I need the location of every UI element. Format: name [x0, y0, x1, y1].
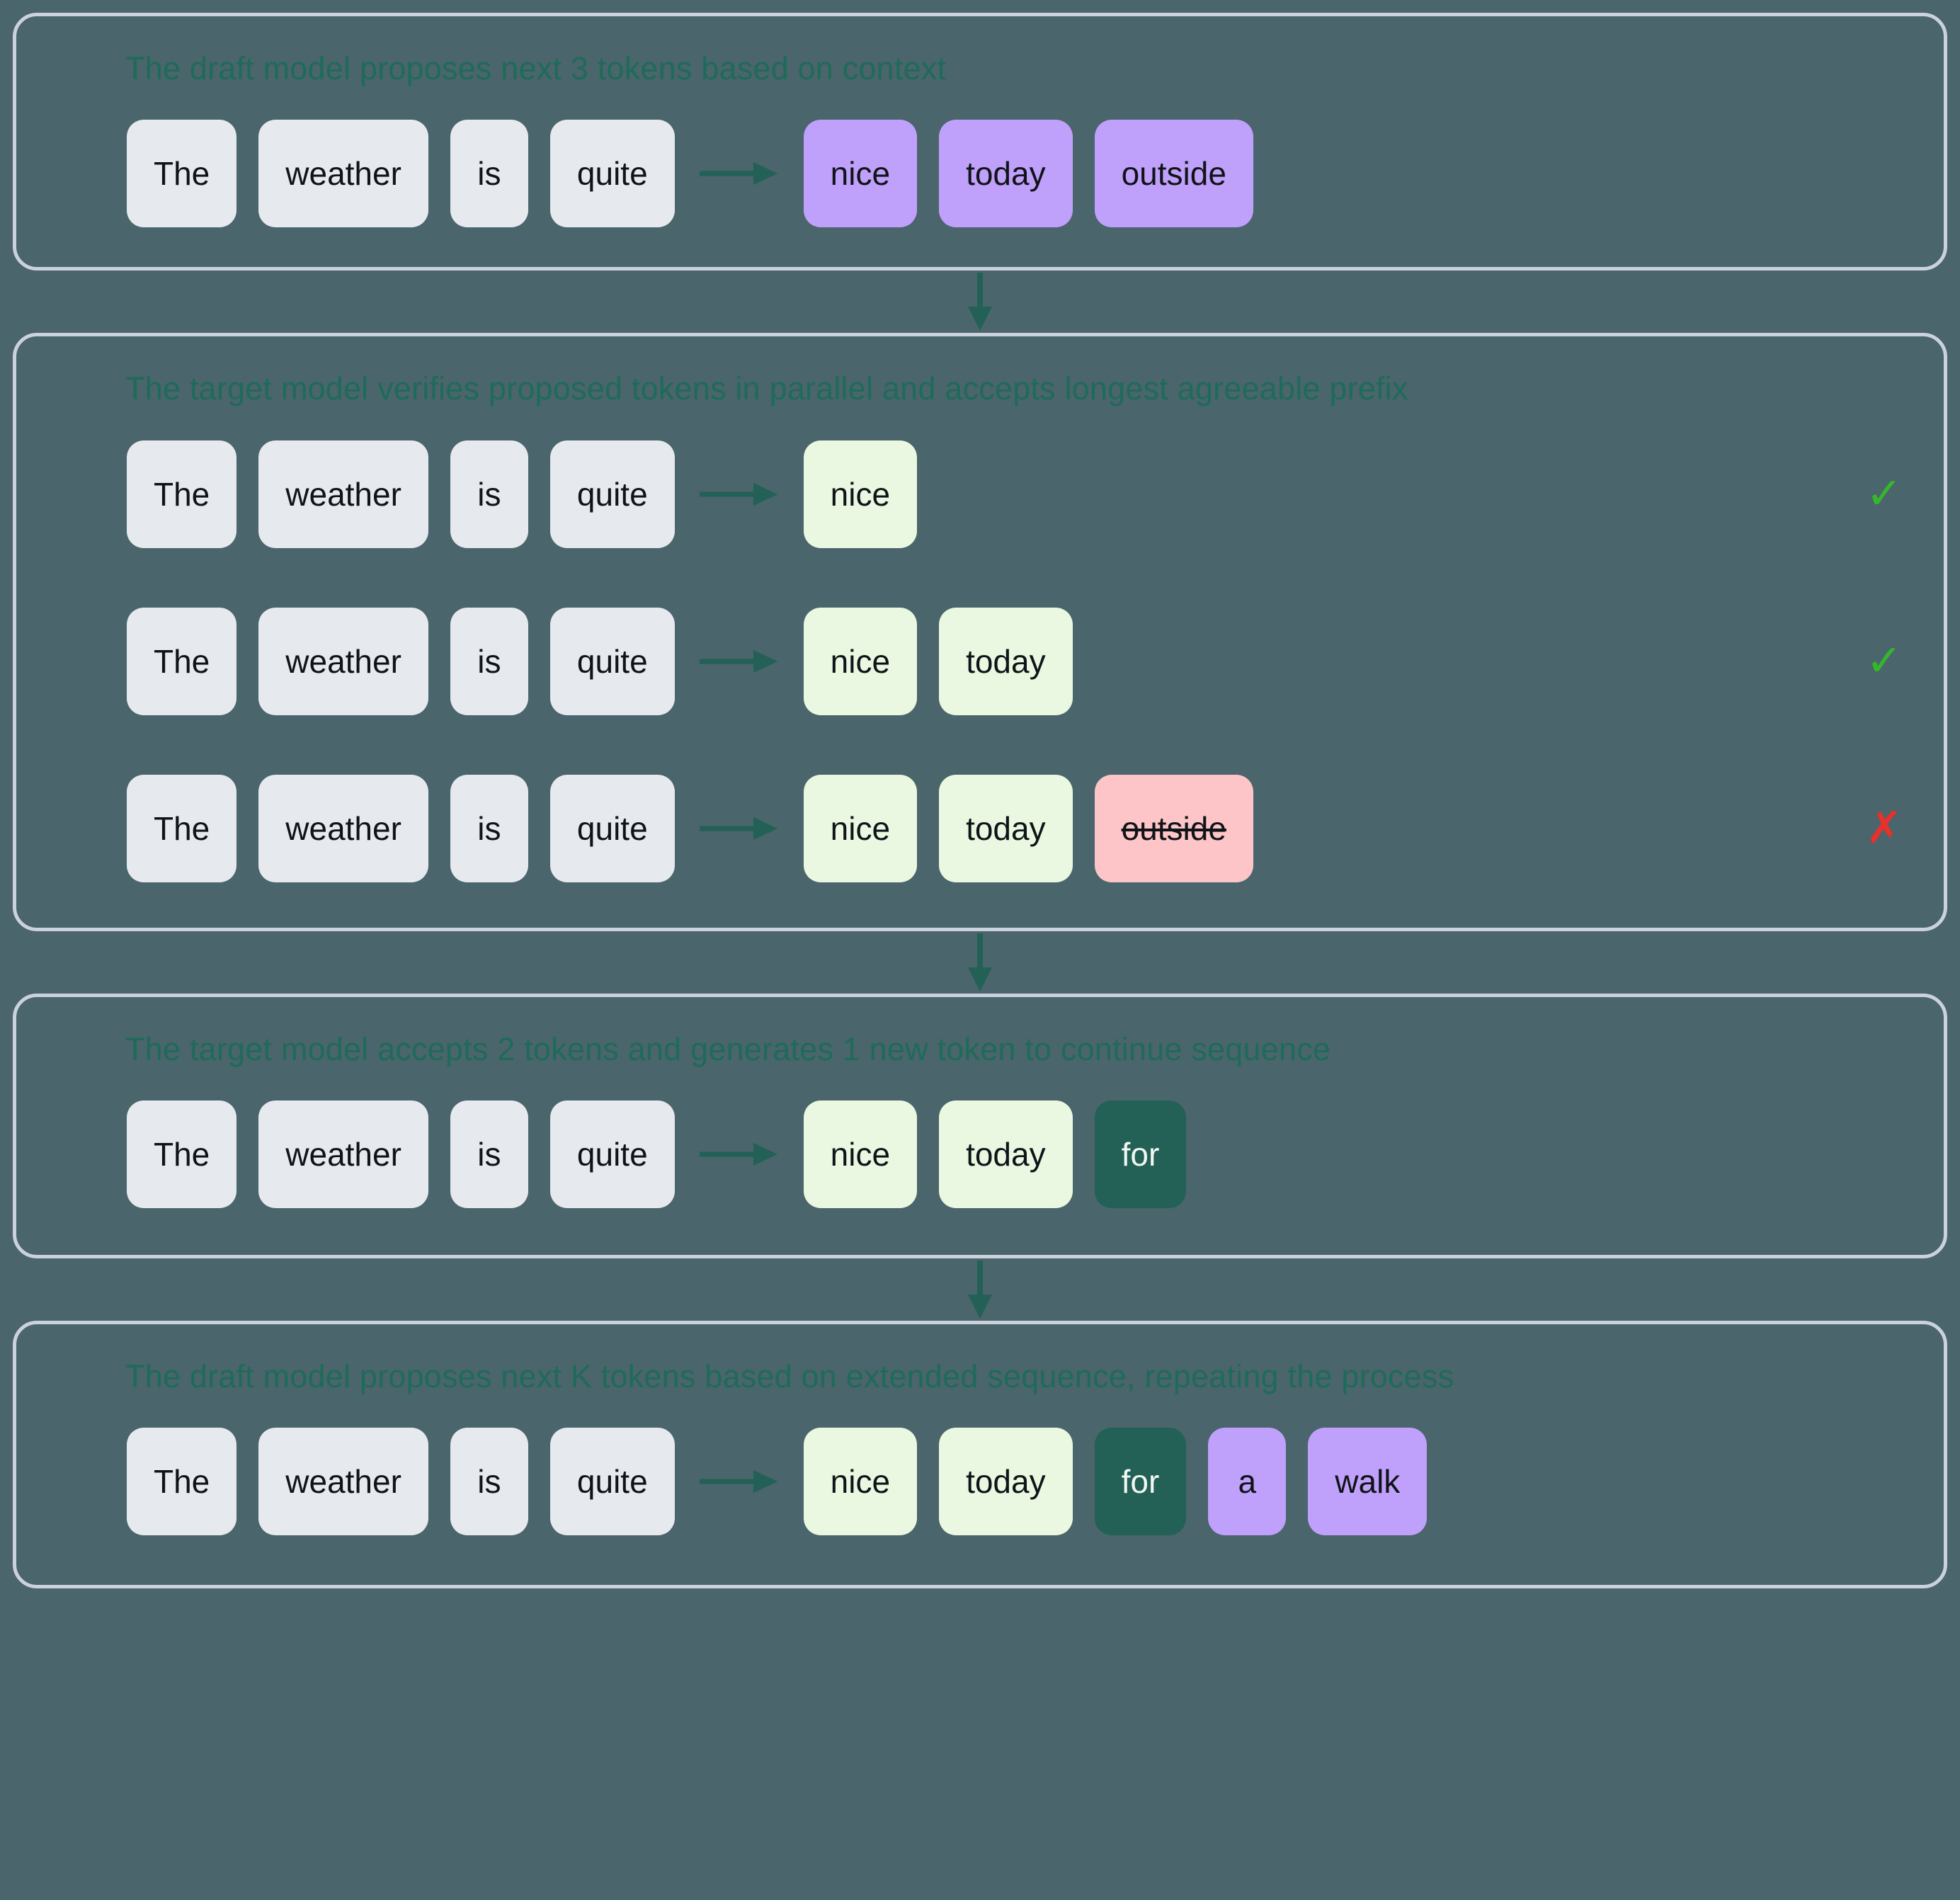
token-ctx: The: [127, 120, 237, 228]
right-arrow-icon: [697, 1428, 782, 1535]
accepted-check-icon: ✓: [1866, 469, 1903, 518]
token-accepted: nice: [803, 440, 918, 548]
right-arrow-icon: [697, 1100, 782, 1208]
token-proposed: outside: [1094, 120, 1253, 228]
token-ctx: weather: [258, 440, 428, 548]
right-arrow-icon: [697, 775, 782, 882]
flow-down-arrow-icon: [13, 271, 1947, 333]
token-ctx: weather: [258, 1100, 428, 1208]
token-ctx: quite: [549, 1100, 675, 1208]
token-ctx: quite: [549, 774, 675, 882]
token-rejected: outside: [1094, 774, 1253, 882]
token-ctx: quite: [549, 607, 675, 715]
panel-title: The draft model proposes next 3 tokens b…: [125, 50, 947, 86]
panel-title: The draft model proposes next K tokens b…: [125, 1358, 1454, 1394]
token-ctx: The: [127, 774, 237, 882]
token-accepted: today: [939, 774, 1073, 882]
token-ctx: is: [450, 607, 528, 715]
right-arrow-icon: [697, 608, 782, 715]
token-ctx: weather: [258, 120, 428, 228]
token-ctx: The: [127, 607, 237, 715]
token-generated: for: [1094, 1428, 1187, 1535]
token-ctx: quite: [549, 1428, 675, 1535]
token-accepted: today: [939, 607, 1073, 715]
right-arrow-icon: [697, 440, 782, 548]
token-ctx: is: [450, 1100, 528, 1208]
accepted-check-icon: ✓: [1866, 636, 1903, 686]
token-accepted: nice: [803, 607, 918, 715]
token-proposed: walk: [1308, 1428, 1428, 1535]
token-ctx: weather: [258, 774, 428, 882]
token-accepted: nice: [803, 1100, 918, 1208]
token-proposed: nice: [803, 120, 918, 228]
token-ctx: The: [127, 1100, 237, 1208]
token-ctx: is: [450, 440, 528, 548]
token-ctx: The: [127, 1428, 237, 1535]
token-ctx: The: [127, 440, 237, 548]
token-accepted: today: [939, 1428, 1073, 1535]
token-proposed: today: [939, 120, 1073, 228]
token-accepted: nice: [803, 774, 918, 882]
token-accepted: nice: [803, 1428, 918, 1535]
right-arrow-icon: [697, 120, 782, 227]
token-ctx: weather: [258, 607, 428, 715]
token-generated: for: [1094, 1100, 1187, 1208]
token-ctx: quite: [549, 440, 675, 548]
panel-next-draft-round: The draft model proposes next K tokens b…: [13, 1320, 1947, 1588]
panel-target-acceptance: The target model accepts 2 tokens and ge…: [13, 993, 1947, 1258]
flow-down-arrow-icon: [13, 931, 1947, 994]
panel-target-verification: The target model verifies proposed token…: [13, 333, 1947, 931]
token-ctx: quite: [549, 120, 675, 228]
token-accepted: today: [939, 1100, 1073, 1208]
token-proposed: a: [1208, 1428, 1287, 1535]
flow-down-arrow-icon: [13, 1258, 1947, 1321]
token-ctx: is: [450, 120, 528, 228]
token-ctx: is: [450, 1428, 528, 1535]
rejected-cross-icon: ✗: [1866, 803, 1903, 853]
panel-title: The target model accepts 2 tokens and ge…: [125, 1030, 1331, 1067]
panel-title: The target model verifies proposed token…: [125, 370, 1408, 407]
panel-draft-proposal: The draft model proposes next 3 tokens b…: [13, 13, 1947, 271]
token-ctx: weather: [258, 1428, 428, 1535]
token-ctx: is: [450, 774, 528, 882]
